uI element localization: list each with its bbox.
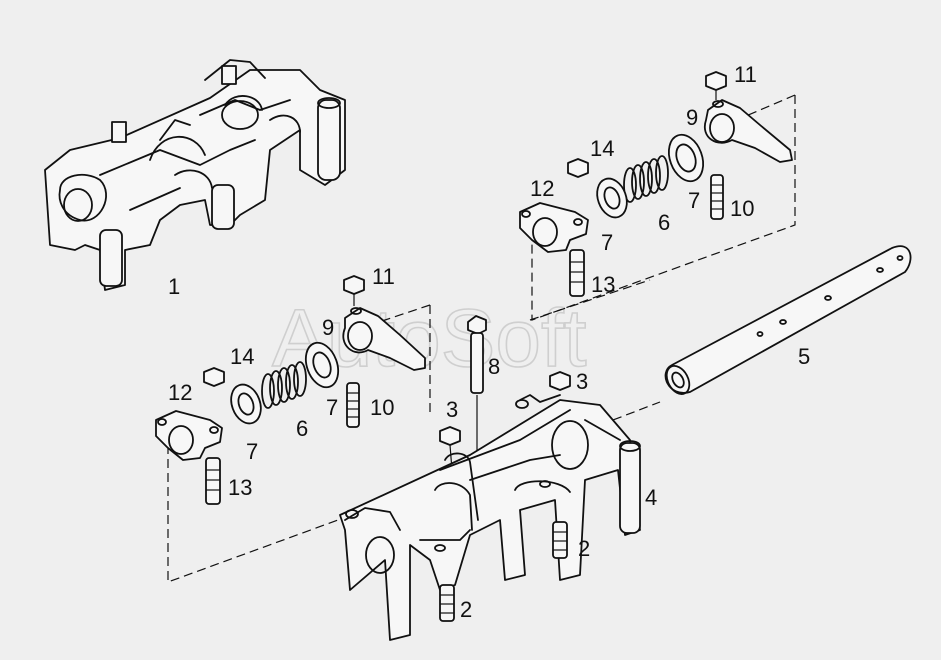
callout-4: 4	[645, 485, 657, 510]
nut-3-right	[549, 371, 571, 391]
spring-upper-6	[623, 155, 669, 203]
callout-12-upper: 12	[530, 176, 554, 201]
callout-8: 8	[488, 354, 500, 379]
callout-14-upper: 14	[590, 136, 614, 161]
callout-7-lower-b: 7	[326, 395, 338, 420]
callout-2-lower: 2	[460, 597, 472, 622]
washer-lower-small-7	[230, 383, 262, 425]
spring-lower-6	[261, 361, 307, 409]
callout-3-left: 3	[446, 397, 458, 422]
rocker-shaft-5	[664, 245, 912, 395]
callout-13-upper: 13	[591, 272, 615, 297]
callout-11-lower: 11	[372, 264, 395, 289]
bolt-lower-13	[205, 457, 221, 505]
callout-10-upper: 10	[730, 196, 754, 221]
callout-labels: 1 2 2 3 3 4 5 6 6 7 7 7 7 8 9 9 10 10 11…	[168, 62, 810, 622]
nut-upper-11	[705, 71, 727, 100]
callout-1: 1	[168, 274, 180, 299]
callout-3-right: 3	[576, 369, 588, 394]
bracket-lower-12	[155, 410, 223, 461]
callout-6-upper: 6	[658, 210, 670, 235]
rocker-housing-4	[339, 394, 641, 641]
bolt-2-lower	[439, 584, 455, 622]
bolt-upper-13	[569, 249, 585, 297]
rocker-arm-lower-9	[342, 307, 426, 371]
callout-13-lower: 13	[228, 475, 252, 500]
nut-lower-11	[343, 275, 365, 306]
callout-14-lower: 14	[230, 344, 254, 369]
callout-12-lower: 12	[168, 380, 192, 405]
washer-lower-large-7	[304, 341, 340, 389]
rocker-arm-upper-9	[703, 99, 793, 163]
nut-upper-14	[567, 158, 589, 178]
callout-7-upper-b: 7	[688, 188, 700, 213]
adjusting-screw-upper-10	[710, 174, 724, 220]
callout-10-lower: 10	[370, 395, 394, 420]
callout-7-lower-a: 7	[246, 439, 258, 464]
callout-9-lower: 9	[322, 315, 334, 340]
rocker-assembly-illustration	[44, 59, 346, 291]
callout-2-right: 2	[578, 536, 590, 561]
nut-lower-14	[203, 367, 225, 387]
washer-upper-large-7	[667, 133, 705, 183]
bolt-2-right	[552, 521, 568, 559]
callout-11-upper: 11	[734, 62, 757, 87]
stud-8	[467, 315, 487, 470]
washer-upper-small-7	[596, 177, 628, 219]
callout-6-lower: 6	[296, 416, 308, 441]
nut-3-left	[439, 426, 461, 471]
callout-7-upper-a: 7	[601, 230, 613, 255]
callout-5: 5	[798, 344, 810, 369]
bracket-upper-12	[519, 202, 589, 253]
assembly-guide-lines	[167, 94, 796, 583]
adjusting-screw-lower-10	[346, 382, 360, 428]
callout-9-upper: 9	[686, 105, 698, 130]
